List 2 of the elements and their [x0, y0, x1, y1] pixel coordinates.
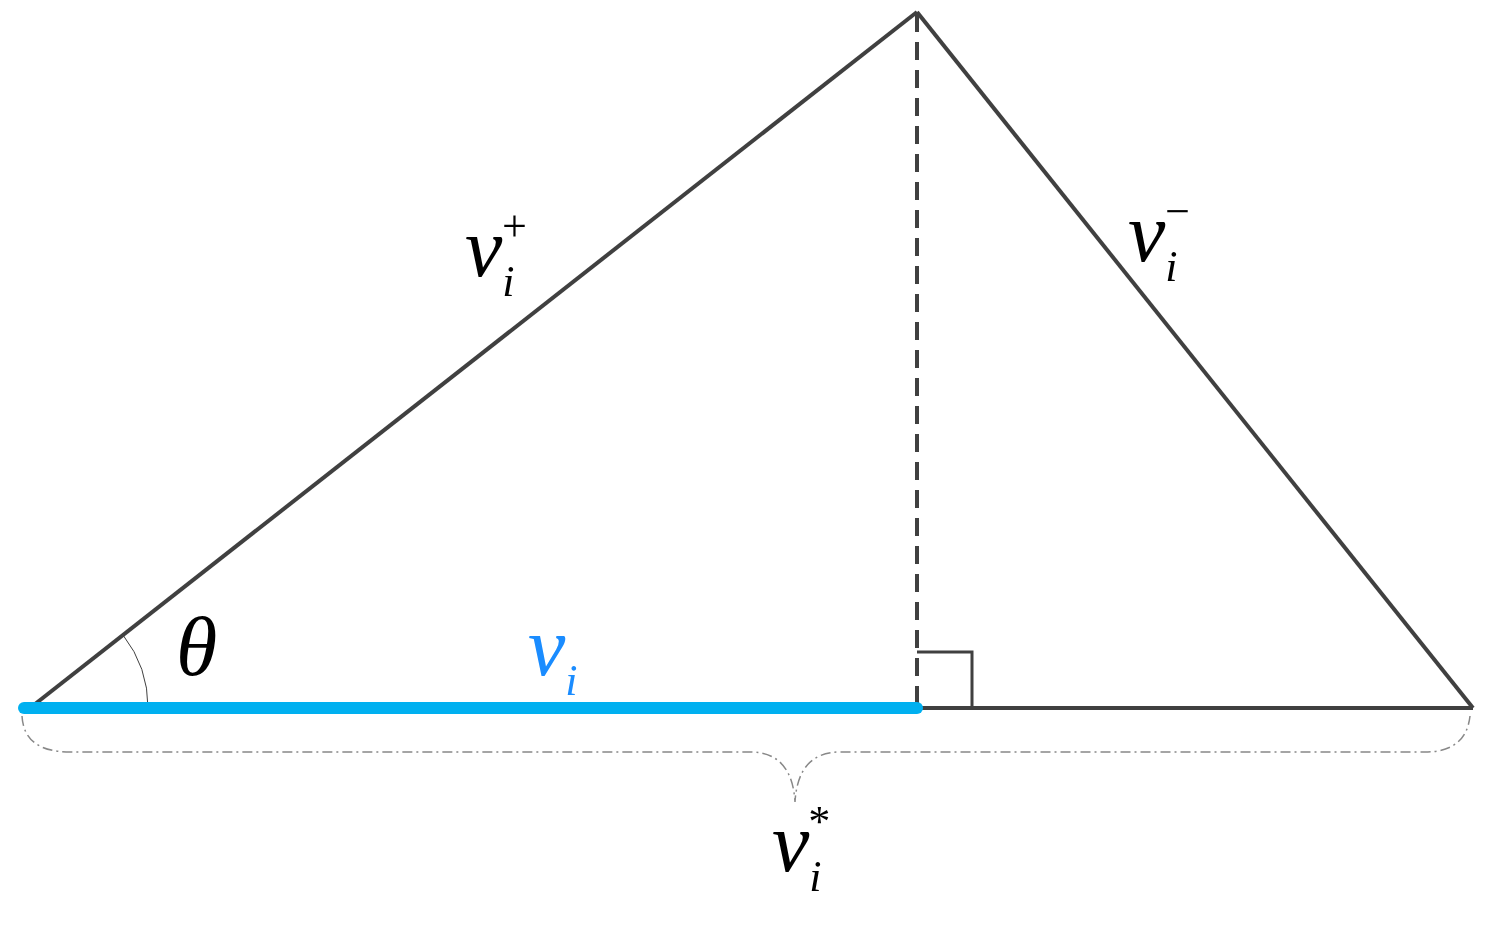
angle-label: θ — [176, 605, 218, 689]
math-label: v$_{i}$ — [528, 605, 578, 703]
